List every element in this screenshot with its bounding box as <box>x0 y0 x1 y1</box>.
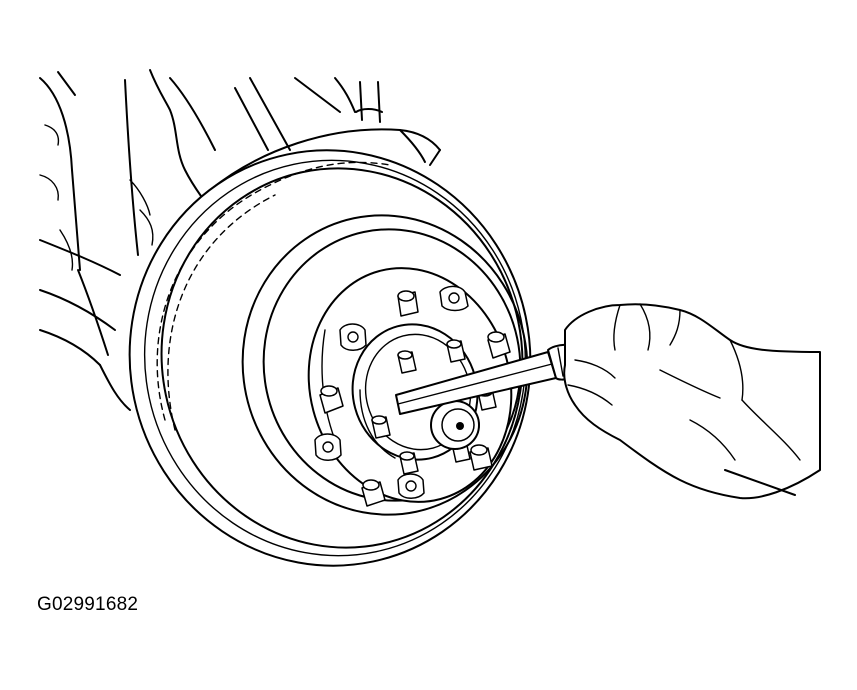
wheel-stud <box>361 479 386 507</box>
mount-tabs <box>314 285 469 499</box>
figure-code: G02991682 <box>37 594 139 615</box>
wheel-studs <box>319 290 511 507</box>
suspension-background <box>39 69 383 411</box>
wheel-stud <box>319 385 344 414</box>
wheel-stud <box>469 444 493 471</box>
wheel-stud <box>487 331 511 359</box>
hub-bolt <box>397 350 417 374</box>
hub-bolt <box>371 415 391 439</box>
gloved-hand <box>563 303 821 500</box>
dust-shield <box>209 128 441 191</box>
hub-bolt <box>446 339 466 363</box>
wheel-stud <box>397 290 419 317</box>
hub-bolt <box>399 451 419 475</box>
axle-shaft-end <box>430 400 480 450</box>
